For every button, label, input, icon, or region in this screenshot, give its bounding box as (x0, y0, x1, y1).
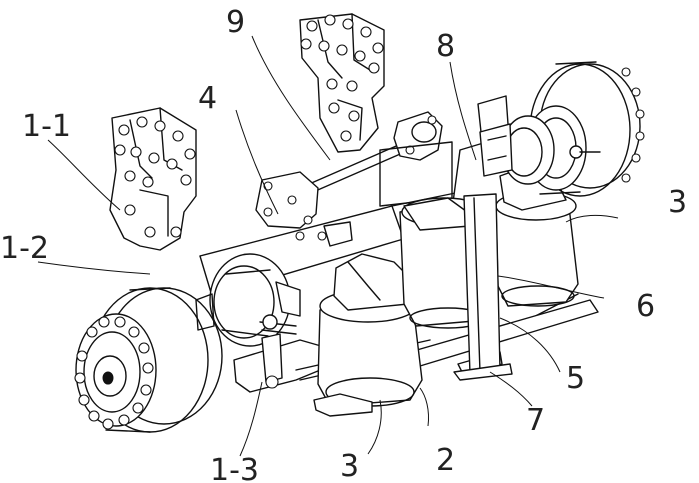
label-9: 9 (226, 5, 245, 40)
trailing-arm (233, 293, 599, 393)
left-wheel-hub (74, 287, 223, 433)
label-7: 7 (526, 403, 545, 438)
label-2: 2 (436, 443, 455, 478)
callout-labels: 1-1 1-2 1-3 2 3 3 4 5 6 7 8 9 (0, 5, 687, 483)
label-1-3: 1-3 (210, 453, 259, 483)
air-spring-front (313, 253, 423, 417)
air-spring-rear (495, 165, 579, 307)
label-1-2: 1-2 (0, 231, 49, 266)
support-plate (453, 193, 513, 381)
label-5: 5 (566, 361, 585, 396)
front-hanger-bracket (109, 107, 197, 251)
label-3-right: 3 (668, 185, 687, 220)
torque-rod (255, 111, 443, 247)
left-brake-chamber (195, 253, 301, 347)
right-brake-chamber (479, 115, 555, 185)
label-6: 6 (636, 289, 655, 324)
label-1-1: 1-1 (22, 109, 71, 144)
label-8: 8 (436, 29, 455, 64)
rear-hanger-bracket (299, 13, 385, 153)
label-4: 4 (198, 81, 217, 116)
label-3-bottom: 3 (340, 449, 359, 483)
leader-lines (37, 35, 619, 457)
